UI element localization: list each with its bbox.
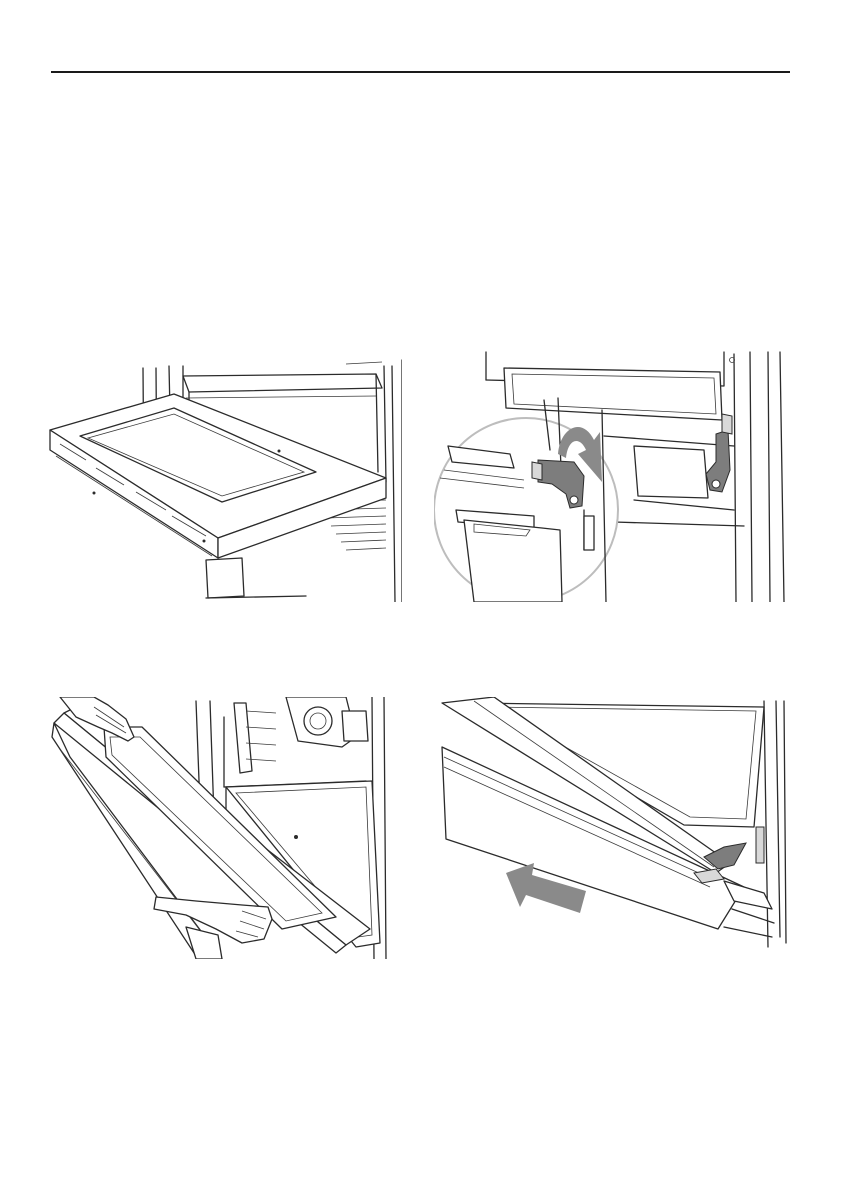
slide-door-illustration: [434, 697, 790, 959]
hinge-lock-illustration: [434, 350, 790, 602]
oven-door-fully-open-icon: [46, 352, 402, 602]
header-rule: [51, 71, 790, 73]
lift-door-illustration: [46, 697, 402, 959]
lifting-door-by-hands-icon: [46, 697, 402, 959]
door-hinge-lock-detail-icon: [434, 350, 790, 602]
sliding-door-off-hinges-icon: [434, 697, 790, 959]
oven-door-open-illustration: [46, 352, 402, 602]
